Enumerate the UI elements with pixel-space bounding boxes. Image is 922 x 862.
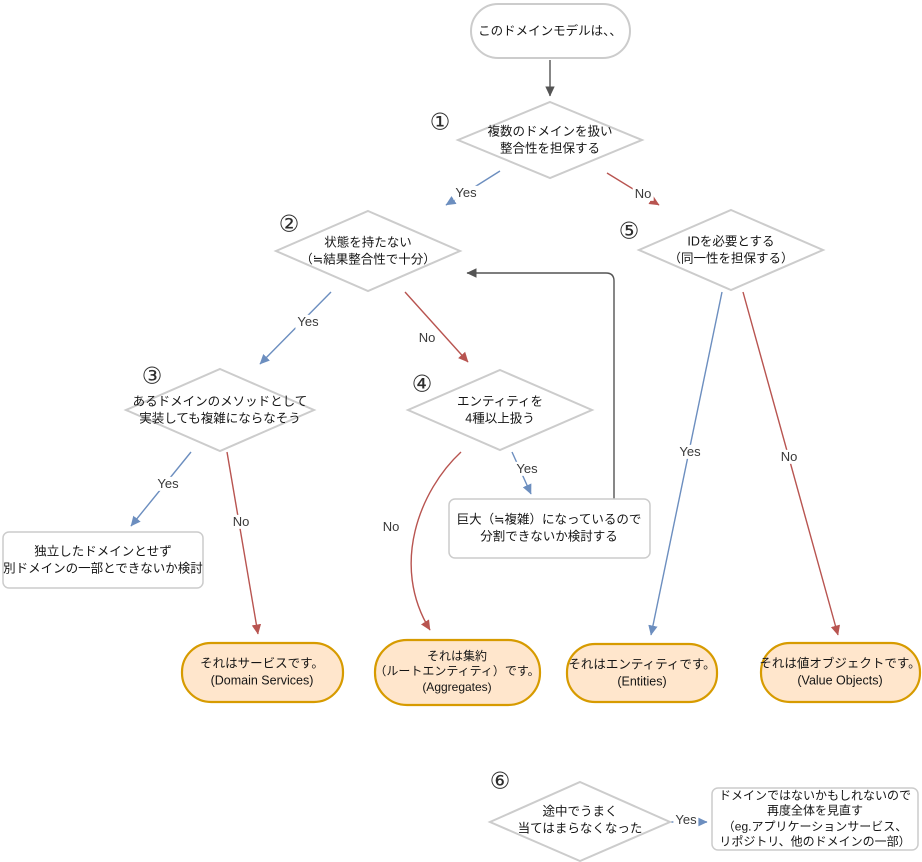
decision-6-shape (487, 780, 673, 862)
note-review-all-shape (711, 787, 919, 851)
edge-label-d4-yes: Yes (514, 460, 540, 477)
start-node-label: このドメインモデルは、、 (478, 23, 622, 38)
step-number-4: ④ (411, 370, 433, 397)
edge-label-d1-no: No (632, 185, 654, 202)
decision-2-label: 状態を持たない （≒結果整合性で十分） (300, 235, 436, 267)
edge-d3-no (226, 451, 262, 635)
decision-4-label: エンティティを 4種以上扱う (456, 394, 544, 426)
result-service-label: それはサービスです。 (Domain Services) (200, 656, 324, 688)
edge-label-d2-no: No (416, 329, 438, 346)
start-node-shape (470, 3, 631, 59)
edge-label-d5-no: No (778, 448, 800, 465)
decision-3-shape (123, 367, 317, 453)
decision-3-label: あるドメインのメソッドとして 実装しても複雑にならなそう (132, 394, 308, 426)
edge-label-d3-no: No (230, 513, 252, 530)
edge-label-d1-yes: Yes (453, 184, 479, 201)
edge-label-d6-yes: Yes (673, 811, 699, 828)
decision-4-shape (405, 368, 595, 452)
result-entity-label: それはエンティティです。 (Entities) (568, 657, 716, 689)
result-aggregate-shape (373, 638, 542, 707)
note-review-all-label: ドメインではないかもしれないので 再度全体を見直す （eg.アプリケーションサー… (718, 788, 912, 849)
decision-5-label: IDを必要とする （同一性を担保する） (668, 234, 794, 266)
decision-6-label: 途中でうまく 当てはまらなくなった (517, 804, 643, 836)
step-number-6: ⑥ (489, 767, 511, 794)
note-consider-split-label: 巨大（≒複雑）になっているので 分割できないか検討する (456, 512, 642, 544)
step-number-1: ① (429, 108, 451, 135)
result-aggregate-label: それは集約 （ルートエンティティ）です。 (Aggregates) (374, 648, 540, 694)
edge-label-d4-no: No (380, 518, 402, 535)
result-value-object-shape (759, 641, 922, 704)
edge-split-back-to-d2 (466, 268, 615, 499)
edge-d4-no (410, 451, 462, 631)
edge-label-d3-yes: Yes (155, 475, 181, 492)
decision-2-shape (273, 209, 463, 293)
note-consider-split-shape (448, 498, 651, 559)
result-value-object-label: それは値オブジェクトです。 (Value Objects) (759, 656, 921, 688)
decision-1-label: 複数のドメインを扱い 整合性を担保する (487, 124, 613, 156)
step-number-3: ③ (141, 362, 163, 389)
decision-5-shape (636, 208, 826, 292)
step-number-2: ② (278, 210, 300, 237)
edge-label-d2-yes: Yes (295, 313, 321, 330)
edge-d2-no (404, 291, 469, 363)
step-number-5: ⑤ (618, 217, 640, 244)
note-consider-merge-label: 独立したドメインとせず 別ドメインの一部とできないか検討 (3, 544, 203, 576)
result-service-shape (180, 641, 345, 704)
decision-1-shape (455, 100, 645, 180)
edge-label-d5-yes: Yes (677, 443, 703, 460)
edge-d5-yes (648, 291, 723, 636)
note-consider-merge-shape (2, 531, 204, 589)
result-entity-shape (565, 642, 719, 704)
